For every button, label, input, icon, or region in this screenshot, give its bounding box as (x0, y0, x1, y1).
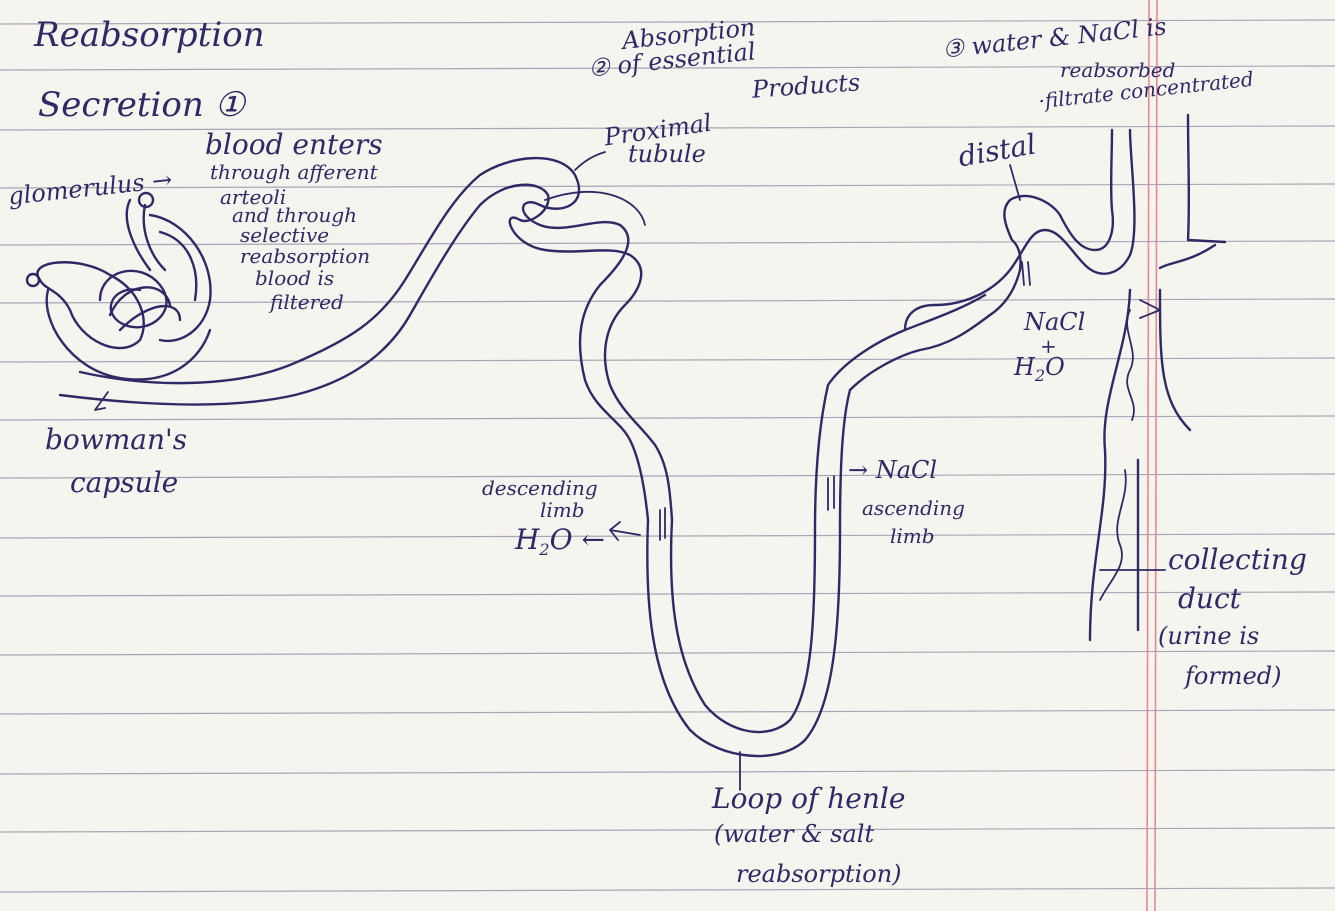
distal-h2o-label: H2O (1014, 355, 1065, 385)
collecting-duct-label-4: formed) (1185, 664, 1282, 689)
glomerulus-note-8: filtered (270, 292, 344, 313)
proximal-tubule-label-2: tubule (628, 142, 706, 167)
bowmans-capsule-label-1: bowman's (45, 425, 187, 454)
title-secretion: Secretion ① (38, 88, 245, 124)
loop-of-henle-label-1: Loop of henle (712, 784, 905, 813)
bowmans-capsule-label-2: capsule (70, 468, 178, 497)
title-reabsorption: Reabsorption (34, 18, 265, 54)
loop-of-henle-label-3: reabsorption) (736, 862, 902, 887)
glomerulus-note-1: blood enters (205, 130, 383, 159)
glomerulus-note-5: selective (240, 225, 329, 246)
collecting-duct (1090, 290, 1190, 640)
glomerulus-note-6: reabsorption (240, 246, 370, 267)
glomerulus-note-2: through afferent (210, 162, 378, 183)
glomerulus-note-7: blood is (255, 268, 334, 289)
descending-limb-label-2: limb (540, 500, 585, 521)
loop-of-henle-label-2: (water & salt (714, 822, 874, 847)
loop-of-henle (647, 295, 990, 756)
collecting-duct-label-3: (urine is (1158, 624, 1259, 649)
glomerulus (100, 193, 211, 341)
ascending-limb-label-2: limb (890, 526, 935, 547)
ascending-limb-label-1: ascending (862, 498, 965, 519)
descending-limb-label-1: descending (482, 478, 598, 499)
collecting-duct-label-1: collecting (1168, 545, 1307, 574)
descending-h2o-label: H2O ← (515, 525, 605, 559)
distal-nacl-label: NaCl (1024, 310, 1085, 335)
collecting-duct-label-2: duct (1178, 584, 1241, 613)
ascending-nacl-label: → NaCl (848, 458, 937, 483)
margin-lines (1147, 0, 1157, 911)
